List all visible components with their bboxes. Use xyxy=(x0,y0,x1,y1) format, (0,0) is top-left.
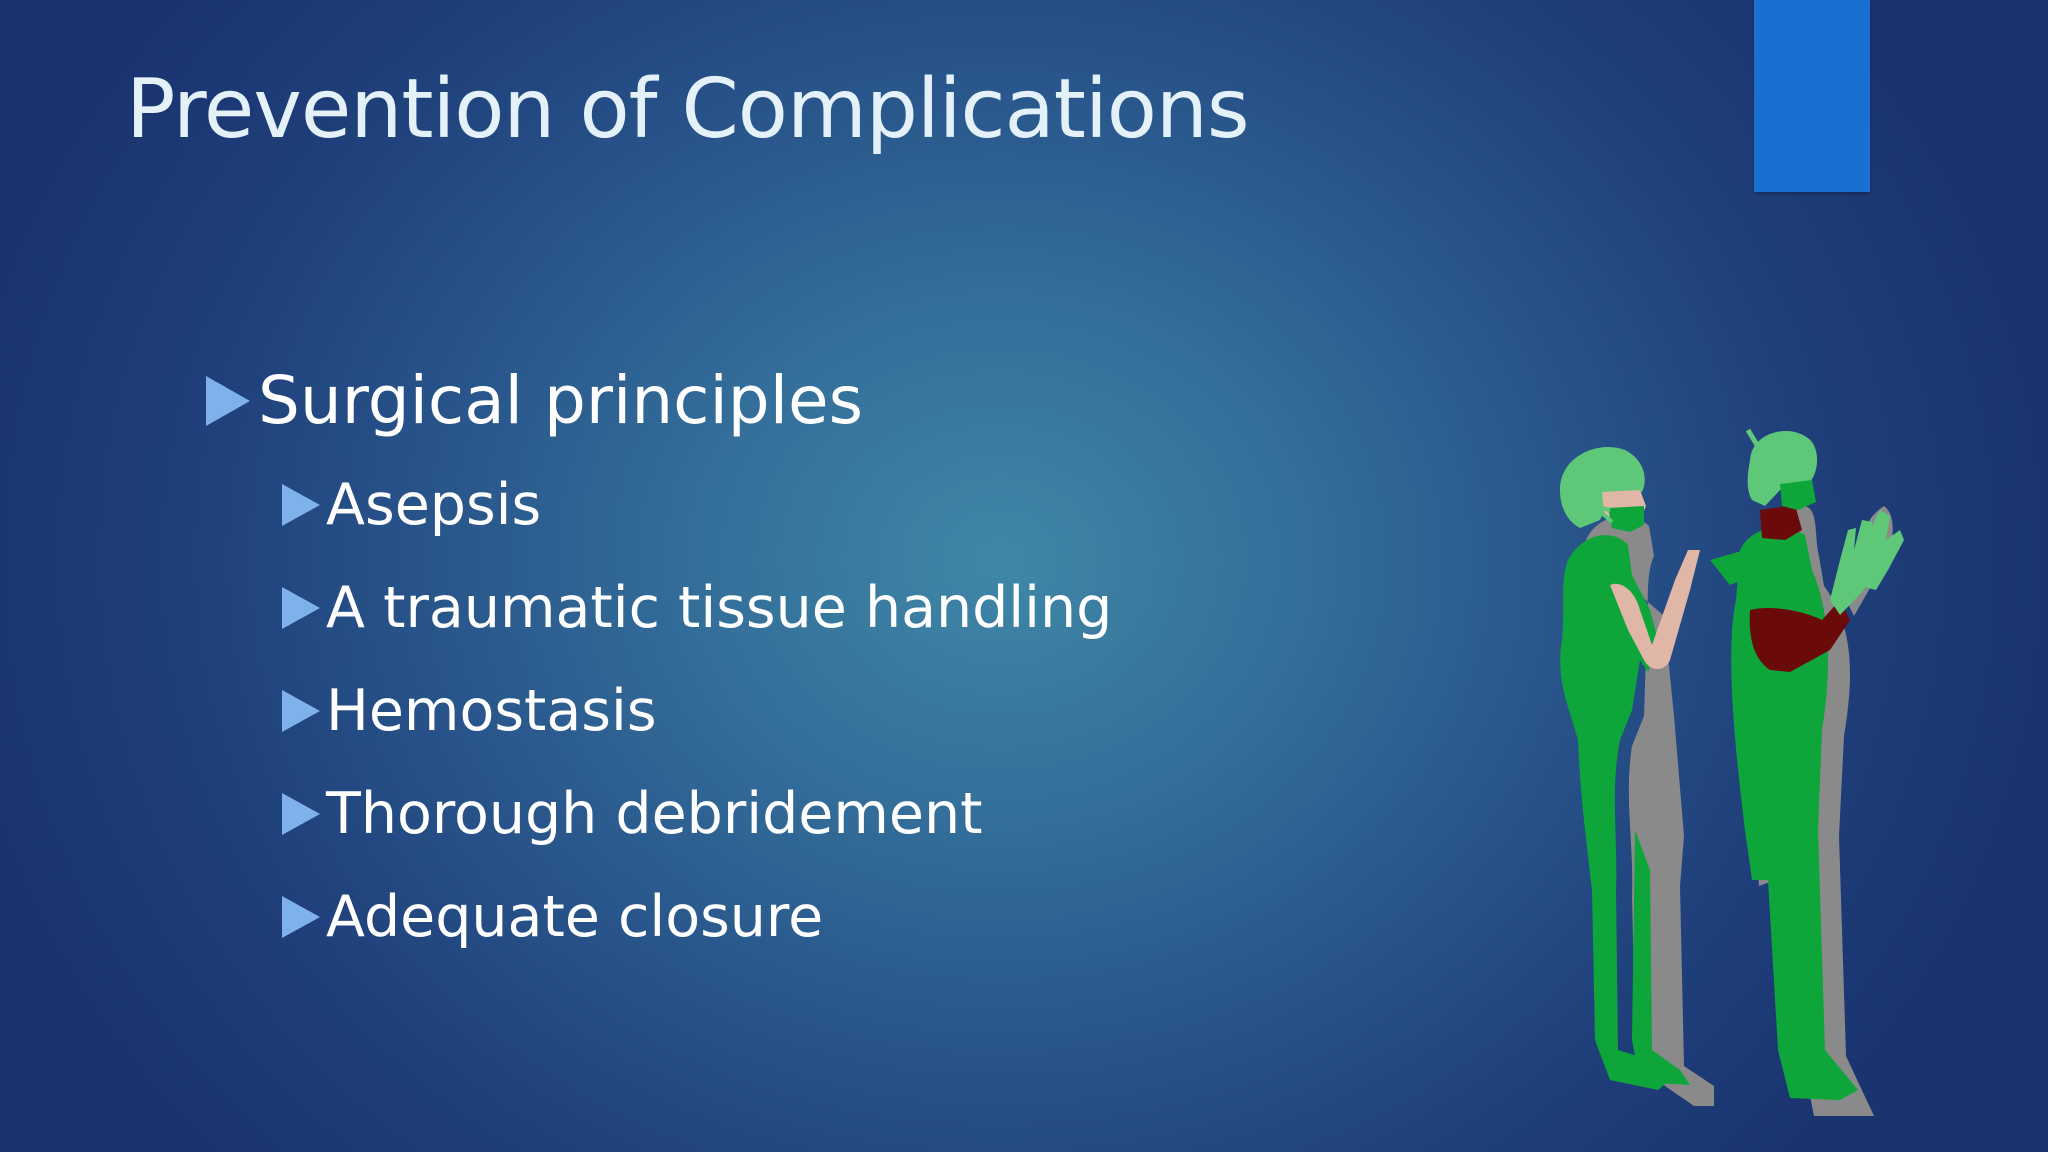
left-arm xyxy=(1610,550,1700,669)
sub-bullet-text: Thorough debridement xyxy=(326,781,983,847)
sub-bullet-hemostasis: Hemostasis xyxy=(282,678,657,744)
sub-bullet-adequate-closure: Adequate closure xyxy=(282,884,823,950)
right-arm xyxy=(1749,600,1850,672)
bullet-arrow-icon xyxy=(282,587,320,629)
right-gown xyxy=(1731,527,1858,1100)
sub-bullet-text: Hemostasis xyxy=(326,678,657,744)
surgeons-illustration xyxy=(1560,428,1904,1116)
sub-bullet-text: A traumatic tissue handling xyxy=(326,575,1113,641)
sub-bullet-asepsis: Asepsis xyxy=(282,472,541,538)
bullet-surgical-principles: Surgical principles xyxy=(206,362,863,439)
right-glove xyxy=(1830,520,1872,615)
bullet-arrow-icon xyxy=(282,793,320,835)
bullet-arrow-icon xyxy=(282,484,320,526)
sub-bullet-text: Adequate closure xyxy=(326,884,824,950)
right-surgeon xyxy=(1710,428,1904,1100)
left-gown xyxy=(1560,535,1670,1090)
left-surgeon xyxy=(1560,446,1700,1090)
bullet-arrow-icon xyxy=(206,375,250,426)
bullet-list: Surgical principles Asepsis A traumatic … xyxy=(206,362,1112,950)
left-cap xyxy=(1560,446,1645,528)
accent-bar xyxy=(1754,0,1870,192)
sub-bullet-atraumatic-handling: A traumatic tissue handling xyxy=(282,575,1112,641)
bullet-arrow-icon xyxy=(282,690,320,732)
slide-title: Prevention of Complications xyxy=(126,62,1250,157)
sub-bullet-debridement: Thorough debridement xyxy=(282,781,982,847)
bullet-arrow-icon xyxy=(282,896,320,938)
left-mask xyxy=(1608,506,1644,532)
sub-bullet-text: Asepsis xyxy=(326,472,542,538)
right-mask xyxy=(1780,480,1816,510)
bullet-text: Surgical principles xyxy=(258,362,864,439)
